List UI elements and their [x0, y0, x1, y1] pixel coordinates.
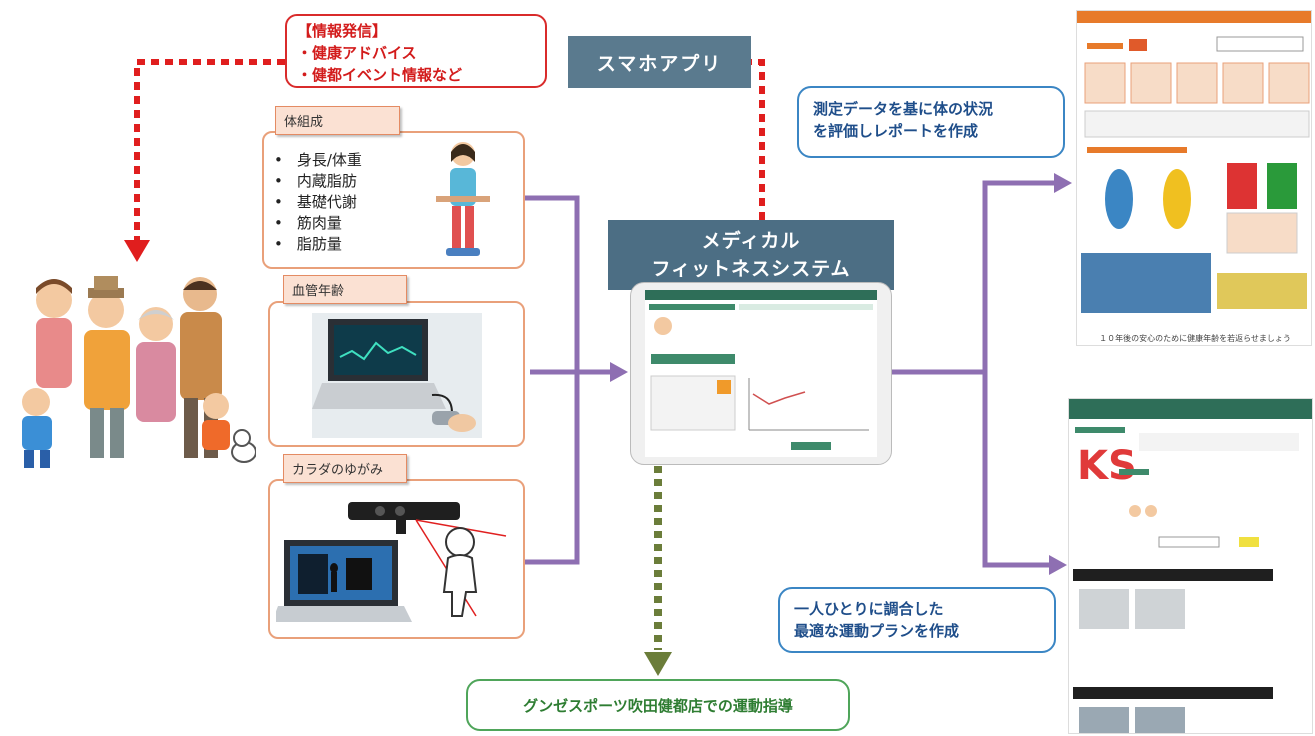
medical-fitness-system-box: メディカル フィットネスシステム [608, 220, 894, 290]
laptop-with-sensor-illustration [312, 313, 482, 438]
purple-line-distortion [525, 372, 580, 565]
purple-arrowhead-to-report [1054, 173, 1072, 193]
kinect-sensor-laptop-illustration [276, 502, 507, 622]
plan-callout-line2: 最適な運動プランを作成 [794, 622, 960, 640]
red-arrowhead-down [124, 240, 150, 262]
list-item-fat-mass: 脂肪量 [274, 234, 362, 255]
list-item-muscle-mass: 筋肉量 [274, 213, 362, 234]
tablet-screen-content [645, 290, 877, 450]
plan-header-bar [1069, 399, 1312, 419]
system-title-line2: フィットネスシステム [651, 258, 851, 280]
report-callout-line1: 測定データを基に体の状況 [813, 100, 994, 118]
report-creation-callout: 測定データを基に体の状況 を評価しレポートを作成 [797, 86, 1065, 158]
report-header-bar [1077, 11, 1311, 23]
info-line-health-advice: ・健康アドバイス [297, 44, 417, 62]
info-broadcast-box: 【情報発信】 ・健康アドバイス ・健都イベント情報など [285, 14, 547, 88]
report-footer-text: １０年後の安心のために健康年齢を若返らせましょう [1099, 334, 1291, 343]
body-distortion-tab: カラダのゆがみ [283, 454, 407, 483]
purple-line-body-composition [525, 195, 580, 372]
report-body-graphics [1081, 36, 1310, 313]
svg-text:KS: KS [1077, 443, 1137, 489]
purple-line-to-outputs [892, 180, 1055, 375]
report-callout-line2: を評価しレポートを作成 [813, 122, 979, 140]
smartphone-app-box: スマホアプリ [568, 36, 751, 88]
tablet-screen [645, 290, 877, 457]
woman-on-scale-illustration [436, 142, 490, 256]
exercise-plan-preview: KS [1068, 398, 1313, 734]
body-composition-tab: 体組成 [275, 106, 400, 135]
list-item-height-weight: 身長/体重 [274, 150, 362, 171]
green-arrowhead-down [644, 652, 672, 676]
list-item-visceral-fat: 内蔵脂肪 [274, 171, 362, 192]
red-dotted-line-to-family [134, 59, 285, 240]
health-report-preview: １０年後の安心のために健康年齢を若返らせましょう [1076, 10, 1312, 346]
plan-callout-line1: 一人ひとりに調合した [794, 600, 944, 618]
list-item-basal-metabolism: 基礎代謝 [274, 192, 362, 213]
red-dotted-line-to-app [751, 59, 765, 220]
system-title-line1: メディカル [701, 230, 801, 252]
plan-body-graphics: KS [1073, 427, 1299, 733]
purple-arrowhead-to-tablet [610, 362, 628, 382]
exercise-guidance-callout: グンゼスポーツ吹田健都店での運動指導 [466, 679, 850, 731]
body-composition-list: 身長/体重 内蔵脂肪 基礎代謝 筋肉量 脂肪量 [274, 150, 362, 255]
vascular-age-tab: 血管年齢 [283, 275, 407, 304]
purple-arrowhead-to-plan [1049, 555, 1067, 575]
info-title: 【情報発信】 [297, 22, 388, 40]
exercise-plan-callout: 一人ひとりに調合した 最適な運動プランを作成 [778, 587, 1056, 653]
family-illustration [22, 276, 256, 468]
info-line-events: ・健都イベント情報など [297, 66, 463, 84]
purple-line-to-plan [982, 372, 1050, 568]
